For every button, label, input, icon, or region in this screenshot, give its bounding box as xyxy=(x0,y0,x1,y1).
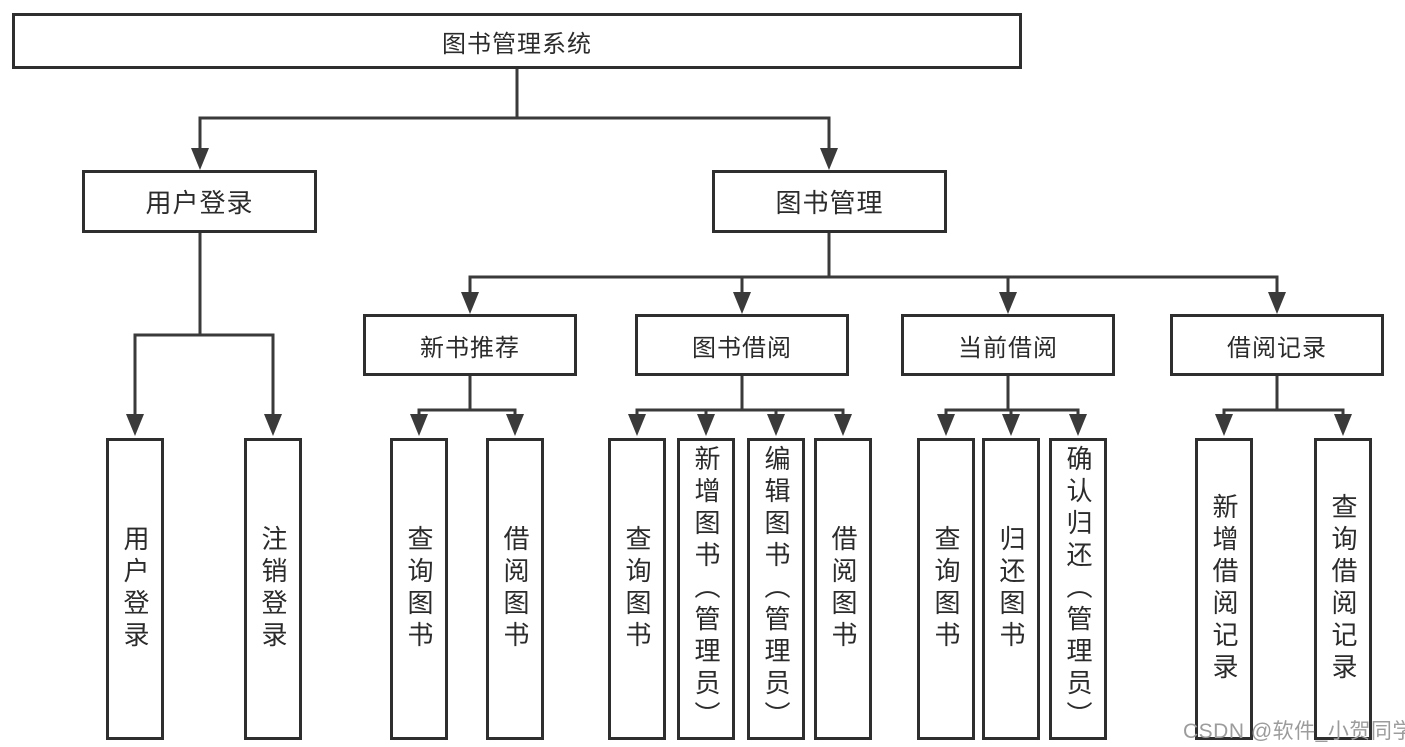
leaf-borrow-books-borrow: 借阅图书 xyxy=(814,438,872,740)
node-user-login: 用户登录 xyxy=(82,170,317,233)
arrowhead xyxy=(191,148,209,170)
arrowhead xyxy=(264,414,282,436)
arrowhead xyxy=(999,292,1017,314)
leaf-confirm-return-admin: 确认归还（管理员） xyxy=(1049,438,1107,740)
node-book-management: 图书管理 xyxy=(712,170,947,233)
leaf-logout: 注销登录 xyxy=(244,438,302,740)
arrowhead xyxy=(410,414,428,436)
leaf-borrow-books-recommend: 借阅图书 xyxy=(486,438,544,740)
leaf-query-books-current: 查询图书 xyxy=(917,438,975,740)
arrowhead xyxy=(1215,414,1233,436)
connector-borrow-children xyxy=(628,374,852,436)
node-book-borrowing: 图书借阅 xyxy=(635,314,849,376)
connector-user-login-children xyxy=(126,231,282,436)
leaf-query-borrow-record: 查询借阅记录 xyxy=(1314,438,1372,740)
arrowhead xyxy=(628,414,646,436)
arrowhead xyxy=(767,414,785,436)
arrowhead xyxy=(506,414,524,436)
leaf-add-book-admin: 新增图书（管理员） xyxy=(677,438,735,740)
leaf-user-login: 用户登录 xyxy=(106,438,164,740)
connector-root-to-level1 xyxy=(191,67,838,170)
arrowhead xyxy=(1002,414,1020,436)
arrowhead xyxy=(937,414,955,436)
watermark: CSDN @软件_小贺同学 xyxy=(1183,720,1405,743)
arrowhead xyxy=(820,148,838,170)
arrowhead xyxy=(461,292,479,314)
leaf-edit-book-admin: 编辑图书（管理员） xyxy=(747,438,805,740)
leaf-query-books-recommend: 查询图书 xyxy=(390,438,448,740)
node-library-management-system: 图书管理系统 xyxy=(12,13,1022,69)
connector-records-children xyxy=(1215,374,1352,436)
node-new-book-recommendation: 新书推荐 xyxy=(363,314,577,376)
arrowhead xyxy=(834,414,852,436)
arrowhead xyxy=(697,414,715,436)
leaf-query-books-borrow: 查询图书 xyxy=(608,438,666,740)
arrowhead xyxy=(733,292,751,314)
arrowhead xyxy=(1334,414,1352,436)
node-borrowing-records: 借阅记录 xyxy=(1170,314,1384,376)
arrowhead xyxy=(126,414,144,436)
arrowhead xyxy=(1069,414,1087,436)
connector-recommend-children xyxy=(410,374,524,436)
leaf-return-book: 归还图书 xyxy=(982,438,1040,740)
arrowhead xyxy=(1268,292,1286,314)
leaf-add-borrow-record: 新增借阅记录 xyxy=(1195,438,1253,740)
node-current-borrowing: 当前借阅 xyxy=(901,314,1115,376)
connector-book-management-children xyxy=(461,231,1286,314)
connector-current-children xyxy=(937,374,1087,436)
